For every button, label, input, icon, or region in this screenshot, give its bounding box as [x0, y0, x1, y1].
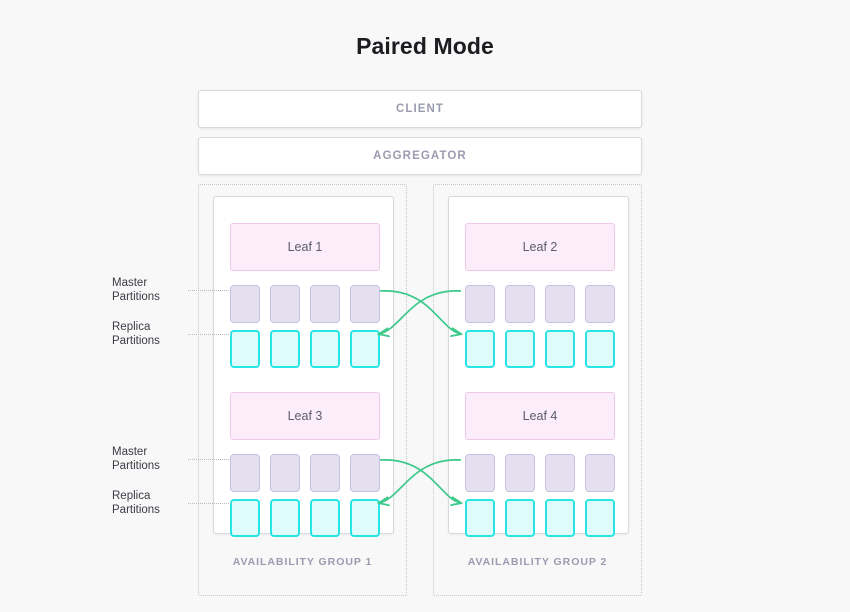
master-partition[interactable] — [505, 454, 535, 492]
leaf-label: Leaf 1 — [287, 240, 323, 254]
replica-partition-row-leaf4 — [465, 499, 615, 537]
availability-group-1[interactable]: Leaf 1 Leaf 3 — [198, 184, 407, 596]
replica-partition[interactable] — [465, 499, 495, 537]
page-title: Paired Mode — [356, 33, 494, 59]
replica-partition-row-leaf2 — [465, 330, 615, 368]
label-replica-partitions-lower: Replica Partitions — [112, 489, 187, 517]
master-partition[interactable] — [585, 454, 615, 492]
master-partition-row-leaf2 — [465, 285, 615, 323]
availability-group-1-label: AVAILABILITY GROUP 1 — [232, 556, 373, 568]
master-partition[interactable] — [270, 454, 300, 492]
replica-partition[interactable] — [585, 499, 615, 537]
master-partition[interactable] — [465, 454, 495, 492]
master-partition[interactable] — [310, 454, 340, 492]
replica-partition[interactable] — [270, 330, 300, 368]
master-partition[interactable] — [585, 285, 615, 323]
master-partition[interactable] — [545, 454, 575, 492]
master-partition[interactable] — [465, 285, 495, 323]
replica-partition-row-leaf1 — [230, 330, 380, 368]
label-line-1: Replica — [112, 490, 151, 502]
leaf-container-group-2: Leaf 2 Leaf 4 — [448, 196, 629, 537]
master-partition[interactable] — [505, 285, 535, 323]
master-partition-row-leaf1 — [230, 285, 380, 323]
replica-partition[interactable] — [545, 330, 575, 368]
aggregator-label: AGGREGATOR — [373, 150, 467, 162]
replica-partition[interactable] — [310, 330, 340, 368]
replica-partition[interactable] — [585, 330, 615, 368]
client-label: CLIENT — [395, 103, 445, 115]
label-replica-partitions-upper: Replica Partitions — [112, 320, 187, 348]
label-line-2: Partitions — [112, 291, 160, 303]
label-master-partitions-upper: Master Partitions — [112, 276, 187, 304]
master-partition-row-leaf3 — [230, 454, 380, 492]
leaf-node-leaf3[interactable]: Leaf 3 — [230, 392, 380, 440]
master-partition[interactable] — [350, 454, 380, 492]
leaf-label: Leaf 4 — [522, 409, 558, 423]
aggregator-node[interactable]: AGGREGATOR — [198, 137, 642, 175]
label-line-1: Master — [112, 277, 148, 289]
leaf-label: Leaf 3 — [287, 409, 323, 423]
replica-partition[interactable] — [505, 499, 535, 537]
leaf-label: Leaf 2 — [522, 240, 558, 254]
master-partition[interactable] — [270, 285, 300, 323]
master-partition[interactable] — [350, 285, 380, 323]
replica-partition[interactable] — [230, 330, 260, 368]
replica-partition[interactable] — [350, 499, 380, 537]
label-line-1: Master — [112, 446, 148, 458]
label-line-2: Partitions — [112, 460, 160, 472]
label-master-partitions-lower: Master Partitions — [112, 445, 187, 473]
availability-group-2-label: AVAILABILITY GROUP 2 — [467, 556, 608, 568]
leader-line-master-lower — [188, 459, 231, 460]
availability-group-2[interactable]: Leaf 2 Leaf 4 — [433, 184, 642, 596]
leaf-node-leaf4[interactable]: Leaf 4 — [465, 392, 615, 440]
replica-partition[interactable] — [270, 499, 300, 537]
client-node[interactable]: CLIENT — [198, 90, 642, 128]
leader-line-replica-upper — [188, 334, 231, 335]
label-line-2: Partitions — [112, 335, 160, 347]
leader-line-master-upper — [188, 290, 231, 291]
leader-line-replica-lower — [188, 503, 231, 504]
replica-partition[interactable] — [310, 499, 340, 537]
replica-partition[interactable] — [230, 499, 260, 537]
leaf-container-group-1: Leaf 1 Leaf 3 — [213, 196, 394, 537]
replica-partition[interactable] — [350, 330, 380, 368]
replica-partition[interactable] — [505, 330, 535, 368]
replica-partition[interactable] — [545, 499, 575, 537]
master-partition[interactable] — [230, 454, 260, 492]
master-partition[interactable] — [230, 285, 260, 323]
replica-partition-row-leaf3 — [230, 499, 380, 537]
master-partition-row-leaf4 — [465, 454, 615, 492]
label-line-1: Replica — [112, 321, 151, 333]
replica-partition[interactable] — [465, 330, 495, 368]
label-line-2: Partitions — [112, 504, 160, 516]
master-partition[interactable] — [310, 285, 340, 323]
leaf-node-leaf1[interactable]: Leaf 1 — [230, 223, 380, 271]
master-partition[interactable] — [545, 285, 575, 323]
leaf-node-leaf2[interactable]: Leaf 2 — [465, 223, 615, 271]
